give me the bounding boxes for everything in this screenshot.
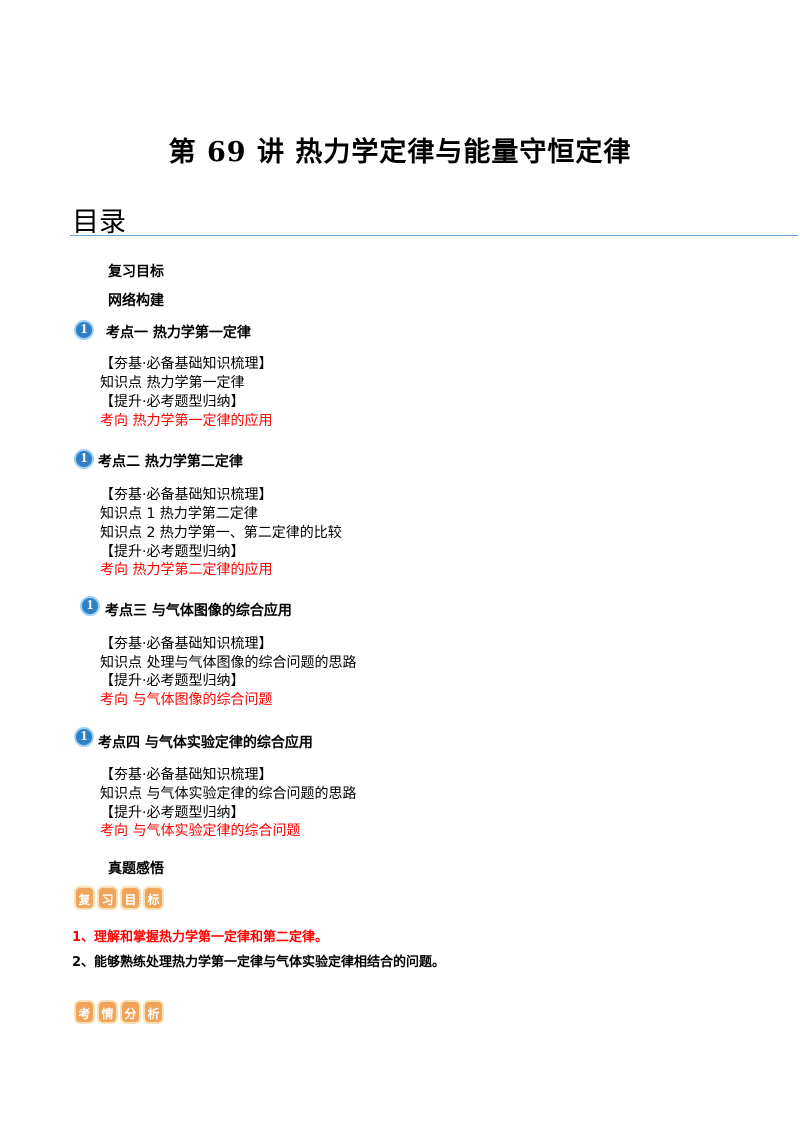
toc-line[interactable]: 【提升·必考题型归纳】 [100, 544, 245, 560]
toc-line[interactable]: 知识点 与气体实验定律的综合问题的思路 [100, 786, 357, 802]
toc-line[interactable]: 知识点 1 热力学第二定律 [100, 506, 258, 522]
page-title: 第 69 讲 热力学定律与能量守恒定律 [168, 137, 632, 168]
toc-line-red[interactable]: 考向 与气体实验定律的综合问题 [100, 823, 301, 839]
number-one-badge-icon: 1 [74, 727, 94, 747]
toc-link-section-2[interactable]: 考点二 热力学第二定律 [98, 454, 243, 470]
number-one-badge-icon: 1 [74, 320, 94, 340]
tag-char: 析 [143, 1000, 164, 1024]
toc-line[interactable]: 知识点 2 热力学第一、第二定律的比较 [100, 525, 342, 541]
tag-char: 复 [74, 886, 95, 910]
toc-line[interactable]: 【提升·必考题型归纳】 [100, 673, 245, 689]
toc-link-review-goals[interactable]: 复习目标 [108, 264, 164, 280]
tag-char: 目 [120, 886, 141, 910]
toc-line[interactable]: 【夯基·必备基础知识梳理】 [100, 767, 273, 783]
number-one-badge-icon: 1 [80, 596, 100, 616]
toc-line-red[interactable]: 考向 与气体图像的综合问题 [100, 692, 273, 708]
toc-line-red[interactable]: 考向 热力学第一定律的应用 [100, 413, 273, 429]
review-goals-tag: 复 习 目 标 [74, 886, 164, 910]
toc-line[interactable]: 【夯基·必备基础知识梳理】 [100, 487, 273, 503]
toc-link-section-3[interactable]: 考点三 与气体图像的综合应用 [105, 603, 292, 619]
analysis-tag: 考 情 分 析 [74, 1000, 164, 1024]
tag-char: 分 [120, 1000, 141, 1024]
goal-item-2: 2、能够熟练处理热力学第一定律与气体实验定律相结合的问题。 [72, 955, 446, 970]
toc-heading: 目录 [72, 207, 126, 238]
number-one-badge-icon: 1 [74, 449, 94, 469]
toc-link-network[interactable]: 网络构建 [108, 293, 164, 309]
tag-char: 考 [74, 1000, 95, 1024]
toc-line[interactable]: 知识点 热力学第一定律 [100, 375, 245, 391]
tag-char: 情 [97, 1000, 118, 1024]
toc-line[interactable]: 【提升·必考题型归纳】 [100, 394, 245, 410]
tag-char: 习 [97, 886, 118, 910]
toc-line[interactable]: 【夯基·必备基础知识梳理】 [100, 356, 273, 372]
goal-item-1: 1、理解和掌握热力学第一定律和第二定律。 [72, 930, 329, 945]
toc-line-red[interactable]: 考向 热力学第二定律的应用 [100, 562, 273, 578]
toc-line[interactable]: 【夯基·必备基础知识梳理】 [100, 636, 273, 652]
toc-link-section-4[interactable]: 考点四 与气体实验定律的综合应用 [98, 735, 313, 751]
toc-link-section-1[interactable]: 考点一 热力学第一定律 [106, 325, 251, 341]
tag-char: 标 [143, 886, 164, 910]
toc-line[interactable]: 知识点 处理与气体图像的综合问题的思路 [100, 655, 357, 671]
toc-link-real-questions[interactable]: 真题感悟 [108, 861, 164, 877]
toc-line[interactable]: 【提升·必考题型归纳】 [100, 805, 245, 821]
toc-divider [70, 235, 798, 236]
